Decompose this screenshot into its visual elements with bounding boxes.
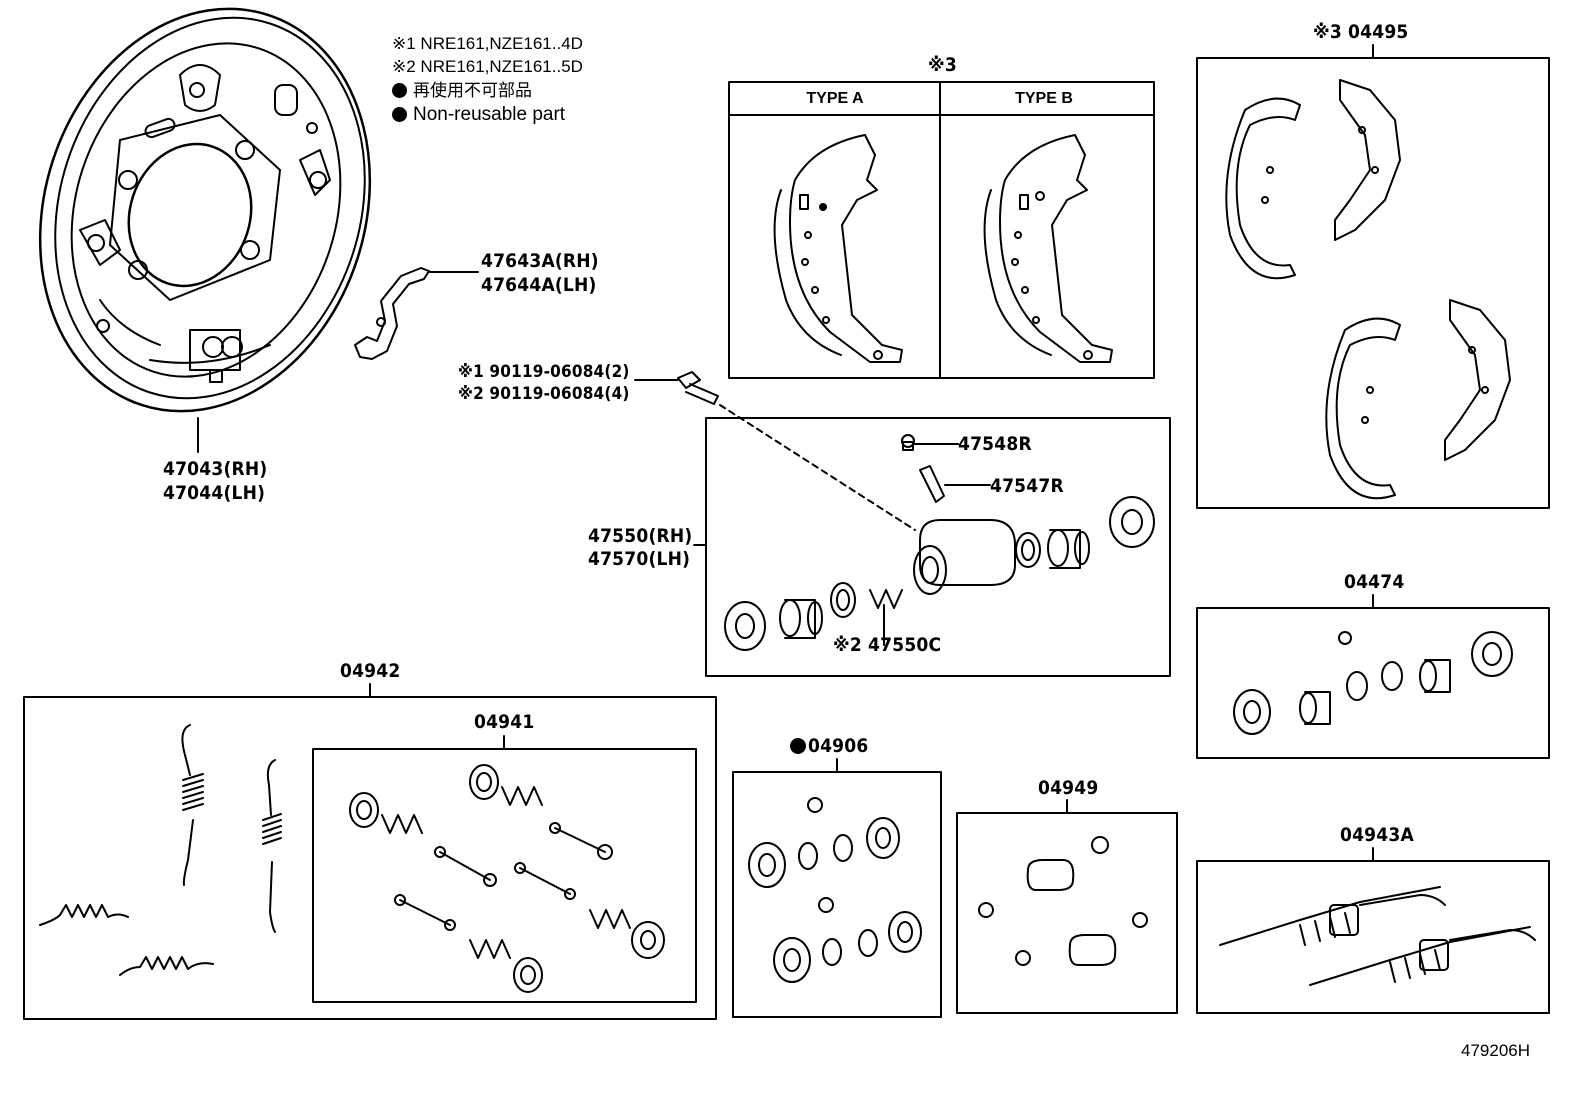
springs-drawing xyxy=(39,724,282,976)
hold-down-kit-drawing xyxy=(349,764,665,993)
label-cup-kit-wrapper: 04906 xyxy=(790,734,868,758)
label-lever-lh: 47644A(LH) xyxy=(481,274,597,296)
note-4: Non-reusable part xyxy=(413,104,566,125)
wheel-cylinder-drawing xyxy=(724,434,1155,651)
note-3: 再使用不可部品 xyxy=(413,81,532,100)
label-hold-down-kit: 04941 xyxy=(474,711,535,733)
bullet-dot xyxy=(392,83,407,98)
label-backing-plate-rh: 47043(RH) xyxy=(163,458,268,480)
label-bolt-2: ※2 90119-06084(4) xyxy=(458,384,630,404)
label-shoe-header: ※3 xyxy=(928,54,957,76)
label-spring-set: 04942 xyxy=(340,660,401,682)
shoe-type-a-drawing xyxy=(773,134,903,363)
note-1: ※1 NRE161,NZE161..4D xyxy=(392,34,583,53)
label-type-b: TYPE B xyxy=(1015,90,1073,107)
bolt-drawing xyxy=(634,371,916,531)
note-3-wrapper: 再使用不可部品 xyxy=(392,80,532,102)
diagram-id: 479206H xyxy=(1461,1041,1531,1060)
label-cylinder-lh: 47570(LH) xyxy=(588,548,691,570)
label-bolt-1: ※1 90119-06084(2) xyxy=(458,362,630,382)
label-cylinder-rh: 47550(RH) xyxy=(588,525,693,547)
label-cup-kit: 04906 xyxy=(808,735,869,757)
backing-plate-drawing xyxy=(38,7,372,453)
label-boot-kit: 04949 xyxy=(1038,777,1099,799)
lever-drawing xyxy=(354,267,479,360)
boot-kit-drawing xyxy=(978,836,1148,966)
label-type-a: TYPE A xyxy=(806,90,864,107)
label-spring-c: ※2 47550C xyxy=(833,634,942,656)
cylinder-kit-drawing xyxy=(1233,631,1513,735)
label-adjuster-kit: 04943A xyxy=(1340,824,1414,846)
label-bleeder-plug: 47547R xyxy=(990,475,1064,497)
label-bleeder-cap: 47548R xyxy=(958,433,1032,455)
label-cyl-kit: 04474 xyxy=(1344,571,1405,593)
label-lever-rh: 47643A(RH) xyxy=(481,250,599,272)
label-backing-plate-lh: 47044(LH) xyxy=(163,482,266,504)
shoe-type-b-drawing xyxy=(983,134,1113,363)
bullet-dot xyxy=(790,738,806,754)
cup-kit-drawing xyxy=(748,797,922,983)
shoe-set-drawing xyxy=(1225,79,1511,500)
note-2: ※2 NRE161,NZE161..5D xyxy=(392,57,583,76)
bullet-dot xyxy=(392,107,407,122)
note-4-wrapper: Non-reusable part xyxy=(392,104,565,126)
adjuster-kit-drawing xyxy=(1219,886,1536,986)
label-shoe-set: ※3 04495 xyxy=(1313,21,1409,43)
